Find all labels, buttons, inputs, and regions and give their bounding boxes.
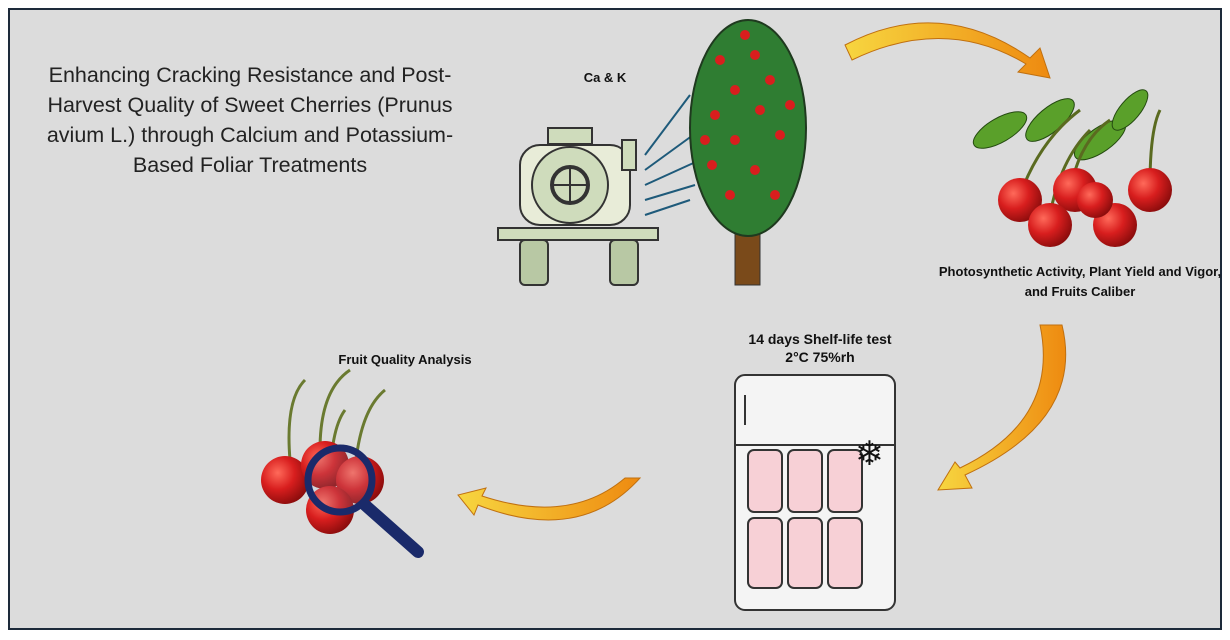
snowflake-icon: ❄ [855, 434, 884, 474]
sprayer-icon [497, 94, 701, 286]
cherry-tree-icon [689, 19, 807, 286]
cherries-with-leaves-icon [972, 89, 1172, 247]
refrigerator-icon: ❄ [734, 374, 896, 611]
arrow-right [937, 324, 1067, 491]
shelf-life-label: 14 days Shelf-life test 2°C 75%rh [715, 330, 925, 366]
spray-label: Ca & K [583, 70, 627, 85]
fruit-quality-label: Fruit Quality Analysis [338, 352, 472, 367]
diagram-title: Enhancing Cracking Resistance and Post-H… [46, 63, 454, 177]
shelf-life-line2: 2°C 75%rh [785, 349, 855, 365]
arrow-top [844, 22, 1051, 79]
shelf-life-line1: 14 days Shelf-life test [748, 331, 892, 347]
magnifier-icon [304, 444, 376, 516]
arrow-bottom [457, 477, 642, 521]
cherries-magnifier-icon [261, 368, 424, 558]
field-outcomes-label: Photosynthetic Activity, Plant Yield and… [938, 264, 1222, 299]
